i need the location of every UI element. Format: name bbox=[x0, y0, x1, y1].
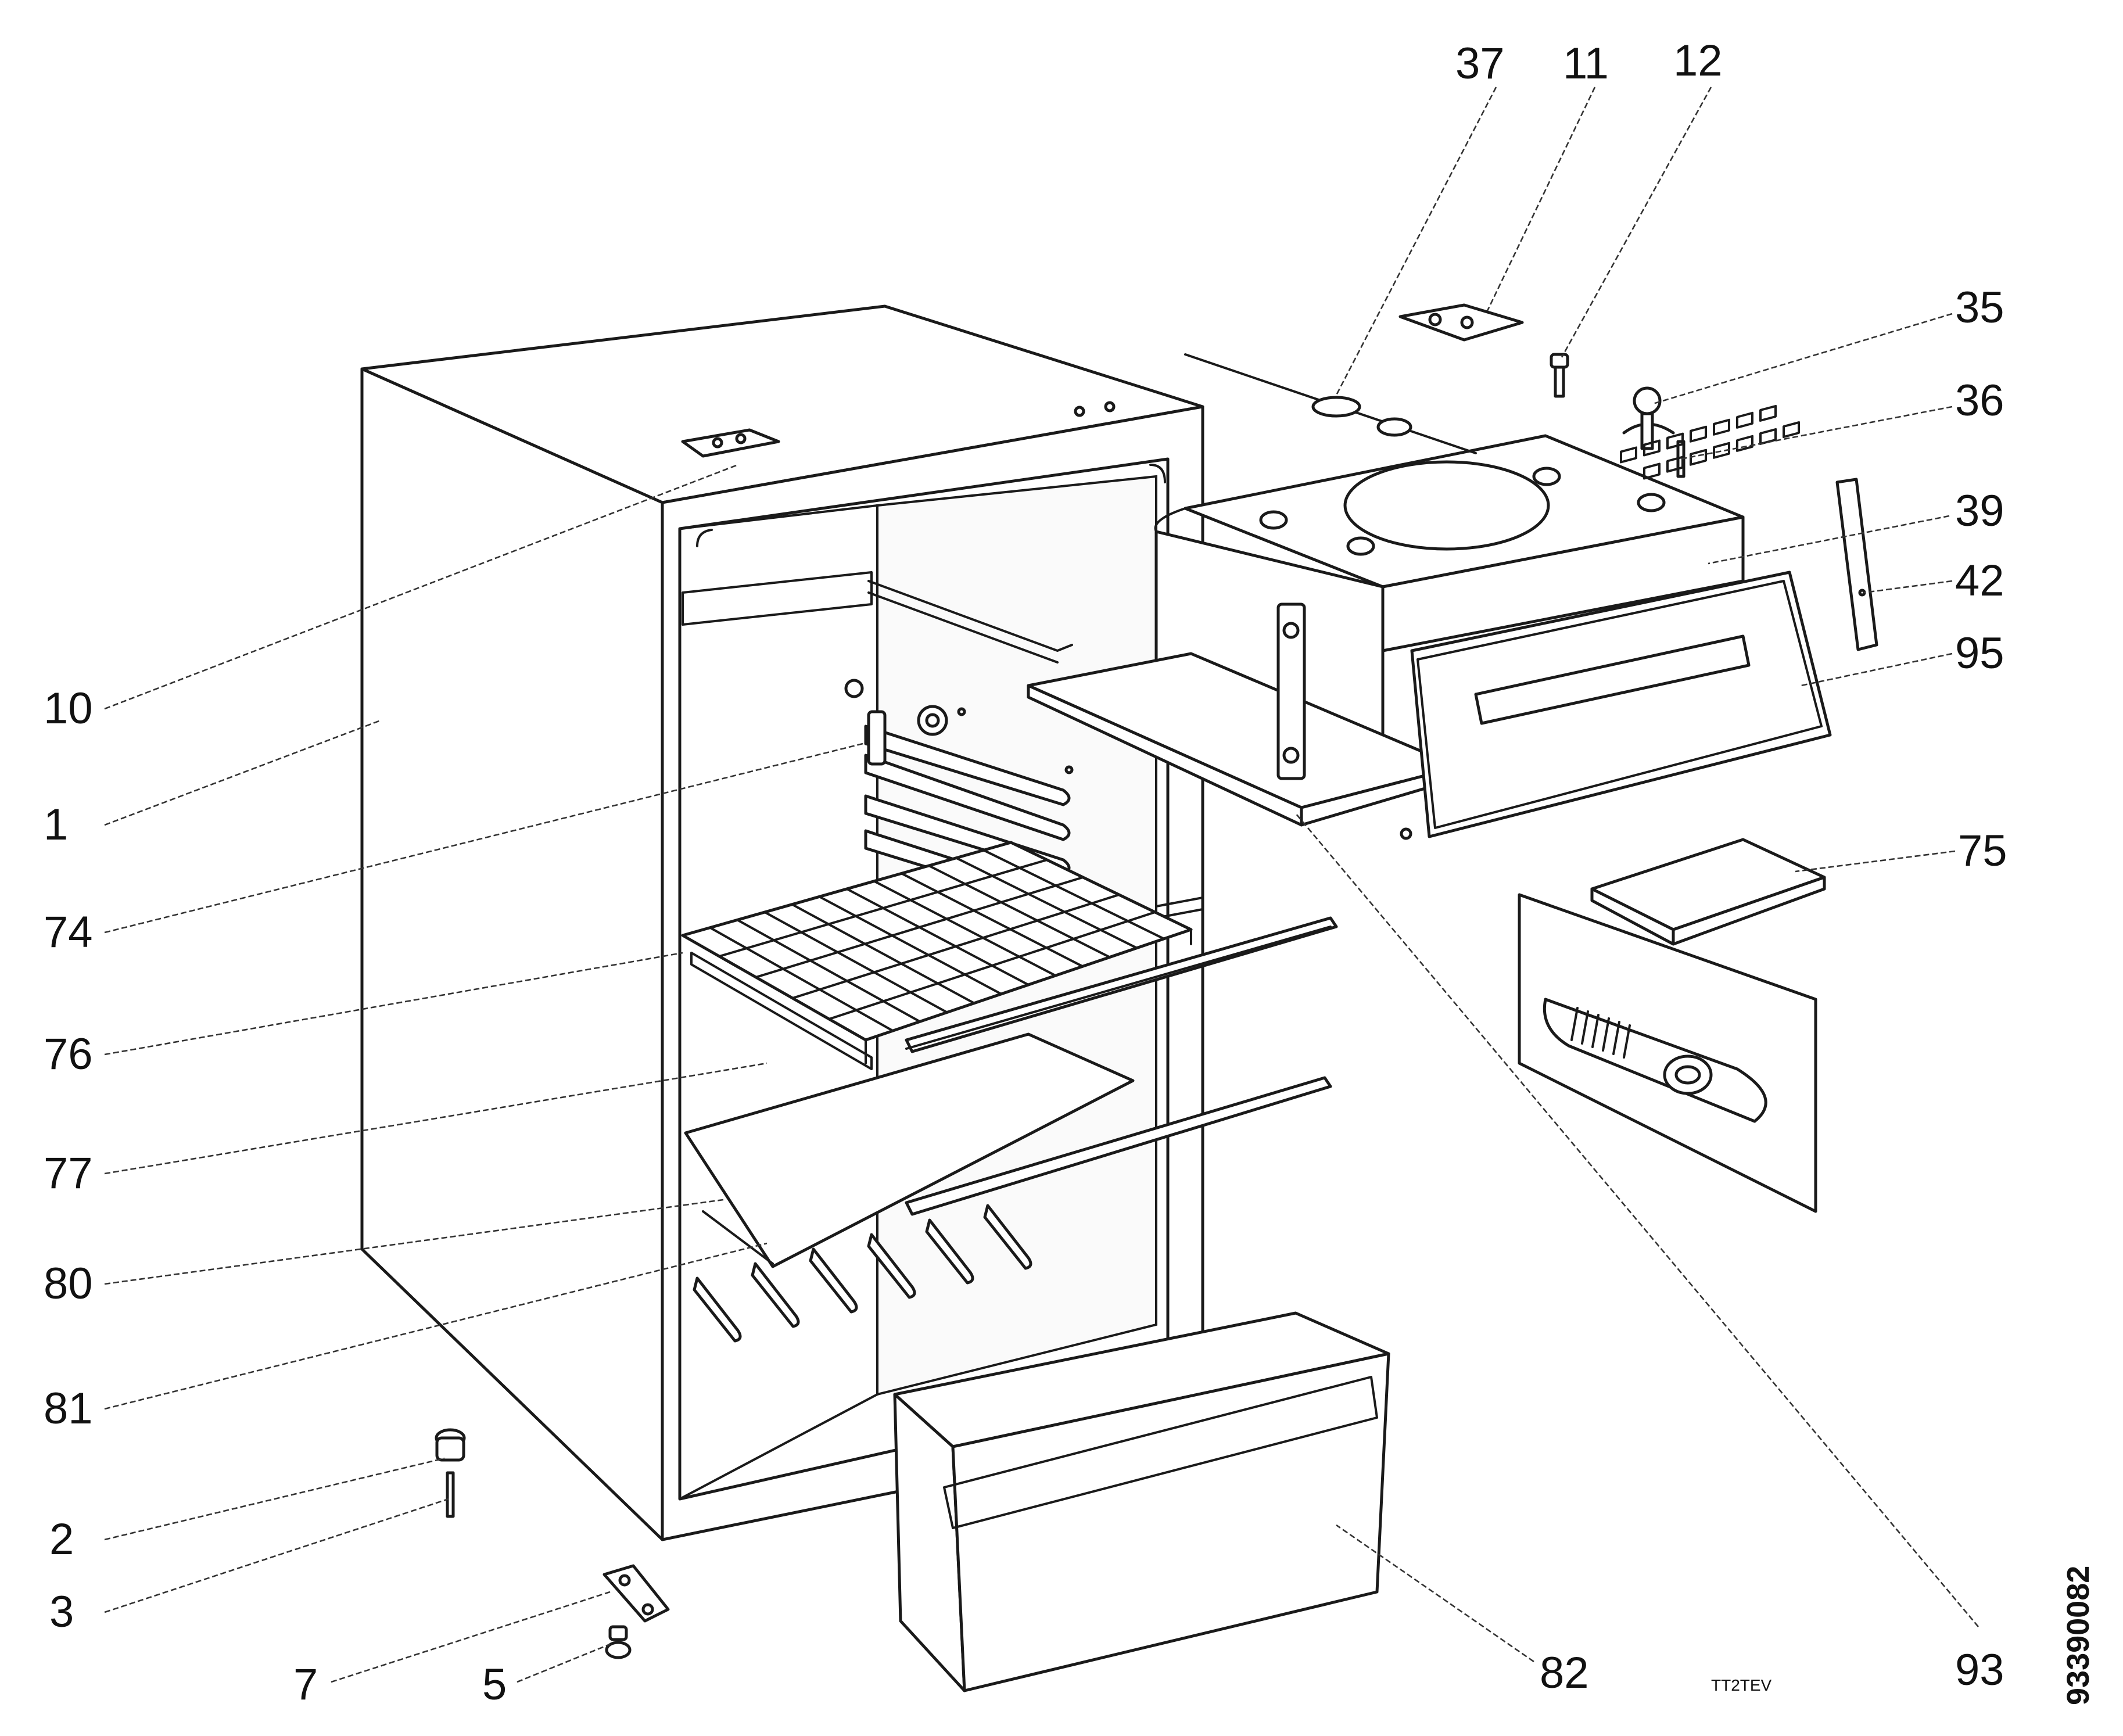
callout-36: 36 bbox=[1955, 376, 2004, 425]
ice-cube-cell bbox=[1759, 404, 1777, 422]
ice-cube-cell bbox=[1666, 432, 1684, 450]
callout-93: 93 bbox=[1955, 1645, 2004, 1695]
freezer-compartment bbox=[1027, 434, 1745, 827]
ice-tray bbox=[1590, 404, 1826, 946]
wire-shelf-bar bbox=[982, 849, 1166, 940]
callout-5: 5 bbox=[482, 1660, 507, 1709]
callout-75: 75 bbox=[1958, 826, 2007, 876]
bottom-fin bbox=[809, 1247, 858, 1314]
lamp-grill-slot bbox=[1602, 1017, 1610, 1052]
wire-shelf-bar bbox=[873, 880, 1057, 977]
wire-shelf-crossbar bbox=[828, 911, 1156, 1020]
wire-shelf bbox=[681, 841, 1193, 1070]
ice-cube-cell bbox=[1713, 418, 1730, 436]
ice-cube-cell bbox=[1666, 455, 1684, 473]
callout-2: 2 bbox=[49, 1515, 74, 1564]
lamp-grill-slot bbox=[1591, 1014, 1600, 1048]
capillary-tube bbox=[1184, 353, 1477, 454]
bottom-fin bbox=[693, 1276, 742, 1343]
lamp-grill-slot bbox=[1570, 1007, 1579, 1041]
top-hinge-10 bbox=[681, 428, 780, 458]
wire-shelf-crossbar bbox=[755, 876, 1084, 978]
ice-cube-cell bbox=[1690, 449, 1707, 466]
lamp-assembly-inset bbox=[1518, 893, 1817, 1213]
callout-39: 39 bbox=[1955, 486, 2004, 536]
ice-cube-cell bbox=[1736, 435, 1753, 452]
callout-12: 12 bbox=[1673, 36, 1723, 85]
ice-cube-cell bbox=[1713, 442, 1730, 459]
foot-2 bbox=[435, 1428, 466, 1462]
document-number: 93390082 bbox=[2061, 1566, 2096, 1705]
callout-76: 76 bbox=[44, 1030, 93, 1079]
lamp-grill-slot bbox=[1581, 1010, 1589, 1045]
drawing-code: TT2TEV bbox=[1711, 1676, 1772, 1694]
callout-81: 81 bbox=[44, 1384, 93, 1433]
lamp-grill-slot bbox=[1612, 1021, 1620, 1055]
wire-shelf-bar bbox=[791, 903, 976, 1005]
callout-37: 37 bbox=[1455, 39, 1505, 88]
wire-shelf-bar bbox=[709, 926, 894, 1032]
leader-lines bbox=[104, 87, 1979, 1683]
top-hinge bbox=[1398, 303, 1524, 342]
bottom-fin bbox=[867, 1233, 916, 1299]
callouts: 37 11 12 35 36 39 42 95 75 10 1 74 76 77… bbox=[44, 36, 2096, 1709]
ice-cube-cell bbox=[1736, 411, 1753, 429]
callout-82: 82 bbox=[1540, 1648, 1589, 1698]
pin-3 bbox=[446, 1471, 455, 1518]
callout-10: 10 bbox=[44, 684, 93, 733]
freezer-door bbox=[1400, 571, 1832, 840]
callout-74: 74 bbox=[44, 908, 93, 957]
screw-12 bbox=[1550, 353, 1569, 398]
callout-3: 3 bbox=[49, 1587, 74, 1637]
callout-1: 1 bbox=[44, 800, 68, 849]
callout-95: 95 bbox=[1955, 629, 2004, 678]
callout-77: 77 bbox=[44, 1149, 93, 1198]
wire-shelf-bar bbox=[736, 919, 921, 1023]
wire-shelf-bar bbox=[763, 911, 948, 1014]
crisper-cover bbox=[684, 1032, 1135, 1268]
callout-35: 35 bbox=[1955, 283, 2004, 332]
shelf-supports bbox=[864, 580, 1073, 911]
wire-shelf-bar bbox=[900, 872, 1084, 968]
hinge-7 bbox=[603, 1564, 670, 1623]
ice-cube-cell bbox=[1783, 421, 1800, 439]
callout-7: 7 bbox=[293, 1660, 318, 1709]
wire-shelf-bar bbox=[818, 895, 1003, 995]
thermostat-knob bbox=[844, 679, 1074, 774]
ice-cube-cell bbox=[1690, 425, 1707, 443]
callout-42: 42 bbox=[1955, 556, 2004, 605]
screw-35 bbox=[1622, 386, 1675, 450]
callout-80: 80 bbox=[44, 1259, 93, 1308]
callout-11: 11 bbox=[1563, 39, 1609, 88]
wire-shelf-bar bbox=[955, 856, 1138, 949]
foot-5 bbox=[605, 1625, 632, 1659]
ice-cube-cell bbox=[1643, 439, 1661, 457]
ice-cube-cell bbox=[1620, 446, 1637, 464]
hinge-bracket-right bbox=[1835, 478, 1878, 651]
bottom-fin bbox=[925, 1218, 974, 1285]
wire-shelf-bar bbox=[845, 888, 1030, 986]
door-bin bbox=[893, 1311, 1390, 1692]
bottom-fin bbox=[983, 1204, 1032, 1270]
wire-shelf-crossbar bbox=[718, 859, 1048, 957]
lamp-grill-slot bbox=[1623, 1024, 1631, 1059]
bottom-fin bbox=[751, 1262, 800, 1328]
shelf-rails bbox=[905, 916, 1338, 1216]
wire-shelf-bar bbox=[927, 865, 1111, 959]
bottom-fins bbox=[693, 1204, 1032, 1343]
ice-cube-cell bbox=[1643, 462, 1661, 480]
wire-shelf-crossbar bbox=[791, 894, 1120, 999]
